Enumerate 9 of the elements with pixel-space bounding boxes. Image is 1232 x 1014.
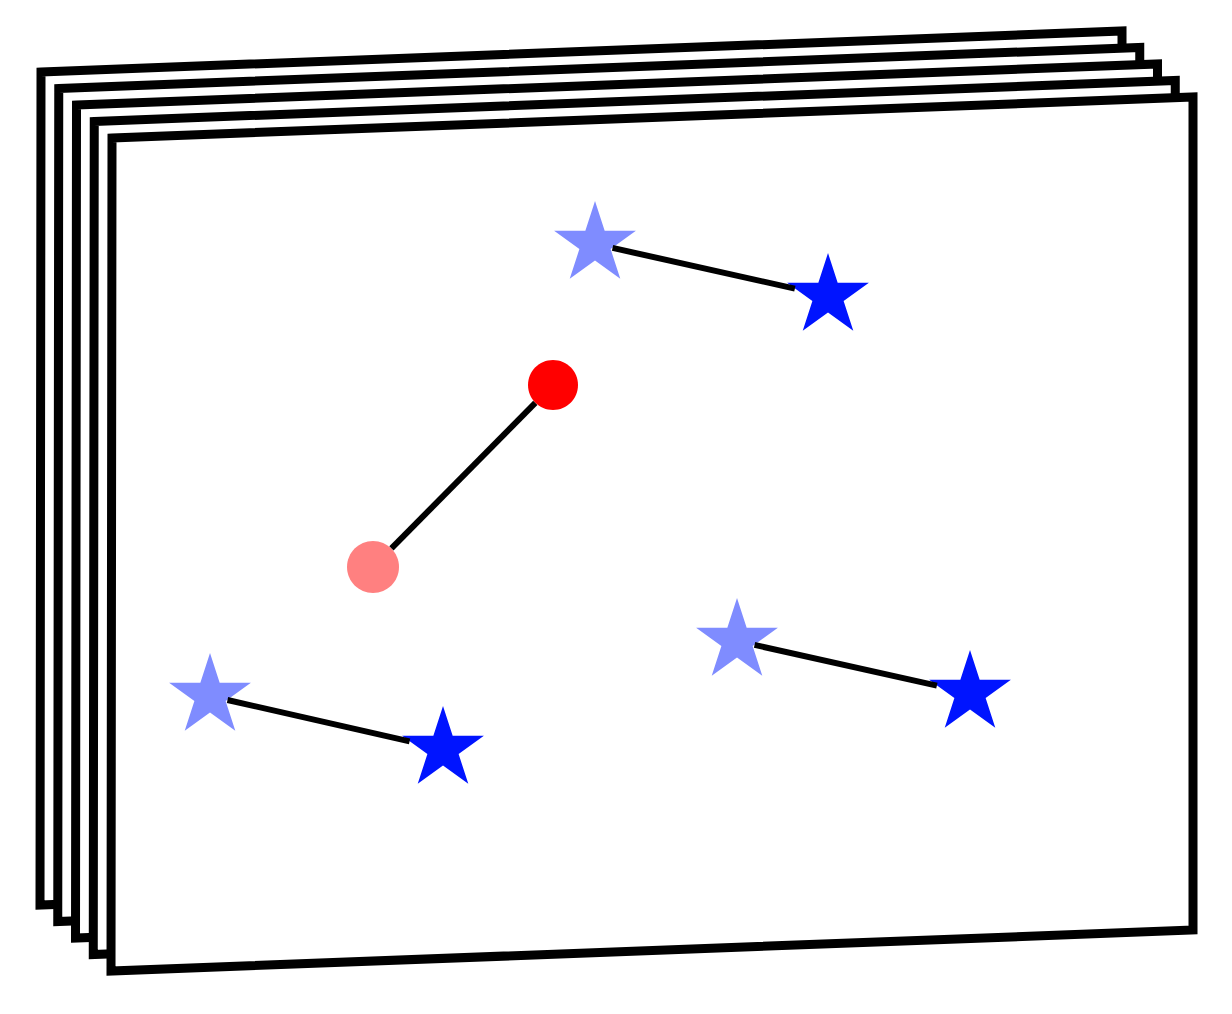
star (929, 650, 1011, 728)
star (402, 706, 484, 784)
star (787, 253, 869, 331)
dot (347, 541, 399, 593)
star (696, 598, 778, 676)
dot (528, 360, 578, 410)
star (169, 653, 251, 731)
connecting-line (389, 400, 538, 551)
star (554, 201, 636, 279)
